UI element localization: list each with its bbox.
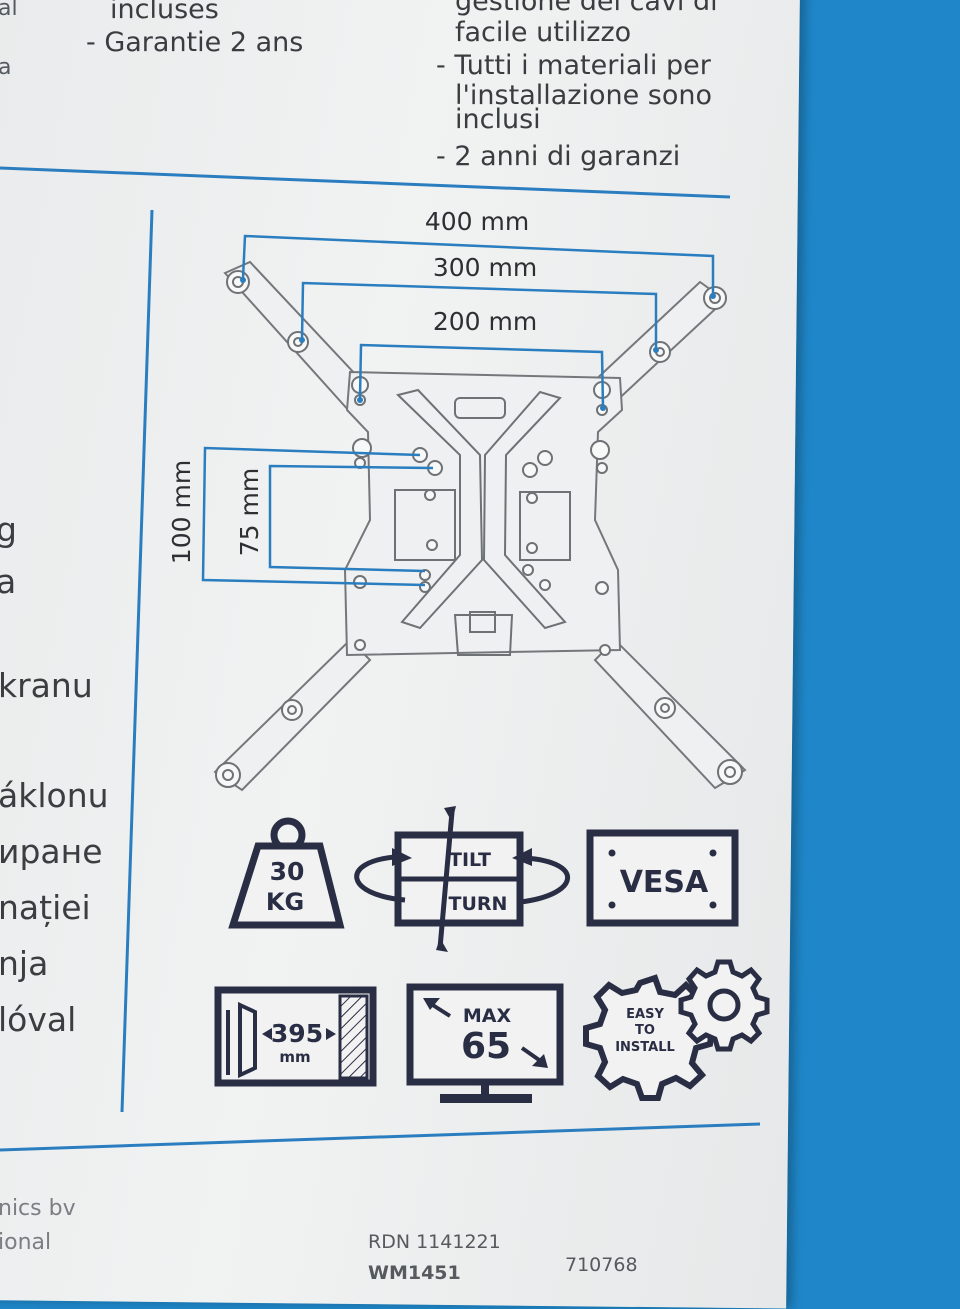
- dim-300: 300 mm: [433, 253, 537, 282]
- max-label: MAX: [463, 1005, 512, 1027]
- dim-75: 75 mm: [235, 468, 264, 556]
- dimension-lines: [201, 234, 715, 587]
- french-feature-line: incluses: [110, 0, 219, 25]
- article-code: 710768: [565, 1254, 638, 1276]
- rdn-number: RDN 1141221: [368, 1231, 501, 1253]
- model-number: WM1451: [368, 1262, 461, 1284]
- cut-word: nja: [0, 944, 49, 983]
- easy-line1: EASY: [626, 1007, 664, 1022]
- separator-line-top: [0, 166, 731, 199]
- plate-top-tab: [454, 397, 506, 419]
- max-screen-icon: MAX 65: [406, 983, 564, 1103]
- distance-unit: mm: [279, 1048, 310, 1066]
- cut-word: áklonu: [0, 776, 109, 815]
- plate-slot-right: [482, 390, 567, 630]
- cut-text: al: [0, 0, 18, 21]
- company-text: ional: [0, 1230, 52, 1255]
- italian-feature-line: - Tutti i materiali per: [436, 50, 711, 81]
- max-value: 65: [461, 1026, 511, 1067]
- plate-lock: [469, 611, 496, 633]
- gear-icon: EASY TO INSTALL: [583, 959, 770, 1101]
- cut-word: a: [0, 562, 17, 601]
- plate-bottom-tab: [453, 614, 514, 656]
- french-feature-line: - Garantie 2 ans: [86, 27, 304, 58]
- separator-line-bottom: [0, 1122, 761, 1152]
- clamp-left: [394, 489, 456, 561]
- plate-slot-left: [396, 388, 484, 630]
- weight-value: 30: [270, 857, 305, 886]
- weight-unit: KG: [266, 888, 304, 916]
- cut-word: kranu: [0, 666, 93, 705]
- distance-value: 395: [271, 1019, 323, 1048]
- dim-200: 200 mm: [433, 307, 537, 336]
- mount-diagram: 400 mm 300 mm 200 mm 100 mm 75 mm 30 KG …: [0, 166, 770, 1152]
- italian-feature-line: - 2 anni di garanzi: [436, 141, 681, 172]
- italian-feature-line: l'installazione sono: [455, 80, 713, 111]
- cut-word: g: [0, 510, 17, 549]
- easy-line2: TO: [635, 1023, 655, 1038]
- company-text: nics bv: [0, 1196, 76, 1221]
- italian-feature-line: gestione dei cavi di: [455, 0, 718, 17]
- vesa-icon: VESA: [586, 829, 739, 927]
- cut-word: nației: [0, 888, 91, 927]
- cut-text: a: [0, 55, 12, 80]
- wall-distance-icon: 395 mm: [214, 986, 377, 1087]
- dimension-points: [240, 277, 716, 411]
- turn-label: TURN: [449, 893, 508, 915]
- vesa-label: VESA: [620, 865, 709, 900]
- tilt-turn-icon: TILT TURN: [354, 806, 571, 952]
- cut-word: иране: [0, 832, 103, 871]
- tilt-label: TILT: [449, 849, 491, 871]
- italian-feature-line: inclusi: [455, 104, 541, 135]
- cut-word: lóval: [0, 1000, 77, 1039]
- weight-icon: 30 KG: [228, 817, 345, 929]
- dim-100: 100 mm: [167, 460, 196, 564]
- italian-feature-line: facile utilizzo: [455, 17, 632, 48]
- dim-400: 400 mm: [425, 207, 529, 236]
- clamp-right: [519, 491, 571, 561]
- separator-line-vertical: [120, 209, 154, 1113]
- easy-line3: INSTALL: [615, 1040, 675, 1055]
